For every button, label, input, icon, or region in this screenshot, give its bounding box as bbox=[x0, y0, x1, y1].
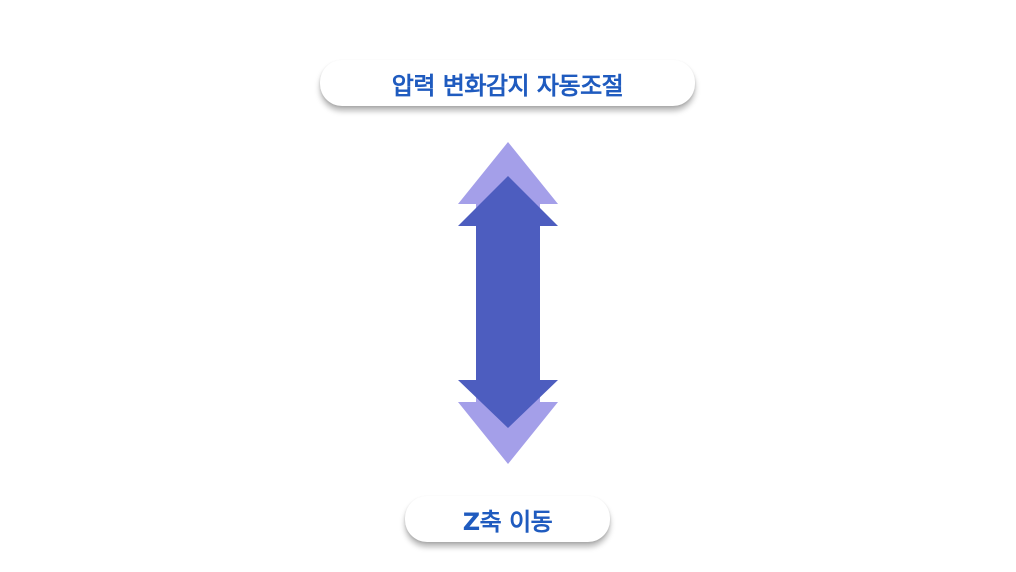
bottom-label-pill: Z축 이동 bbox=[405, 496, 610, 542]
top-label-text: 압력 변화감지 자동조절 bbox=[391, 71, 624, 100]
top-label-pill: 압력 변화감지 자동조절 bbox=[320, 60, 695, 106]
inner-arrow-shape bbox=[458, 176, 558, 428]
bottom-label-text: Z축 이동 bbox=[462, 507, 553, 536]
